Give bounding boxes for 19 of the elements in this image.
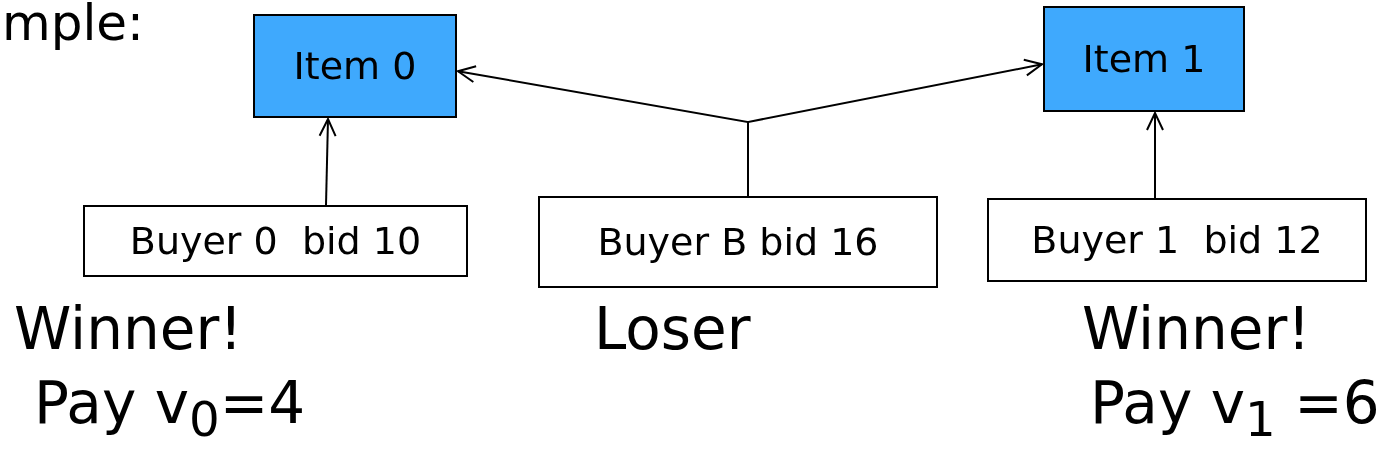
node-label: Buyer 0 bid 10 — [129, 219, 422, 263]
arrow — [747, 58, 1043, 197]
outcome-text: Winner! — [1082, 298, 1311, 362]
item-box — [253, 14, 457, 118]
payment-text: Pay v$_{0}$=4 — [34, 372, 306, 446]
heading-text: mple: — [2, 0, 144, 51]
node-label: Buyer 1 bid 12 — [1031, 218, 1323, 262]
outcome-text: Winner! — [14, 298, 243, 362]
buyer-box — [987, 198, 1367, 282]
buyer-box — [538, 196, 938, 288]
outcome-text: Loser — [594, 298, 751, 362]
arrow — [318, 118, 337, 206]
arrow — [1146, 112, 1164, 199]
buyer-box — [83, 205, 468, 277]
payment-text: Pay v$_{1}$ =6 — [1090, 372, 1380, 446]
node-label: Item 1 — [1082, 37, 1206, 81]
node-label: Buyer B bid 16 — [597, 220, 879, 264]
node-label: Item 0 — [293, 44, 417, 88]
item-box — [1043, 6, 1245, 112]
